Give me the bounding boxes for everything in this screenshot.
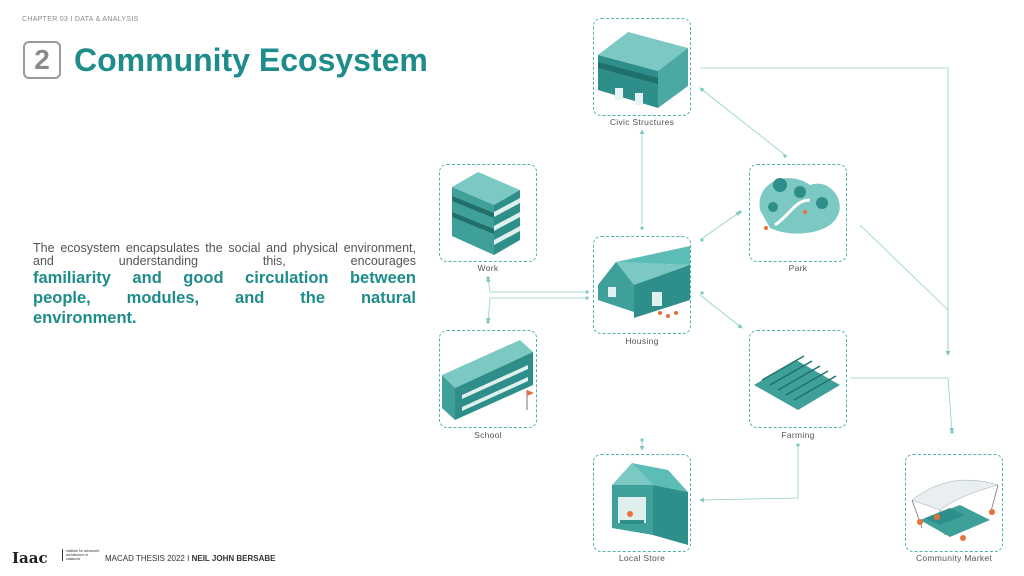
connector-park-market: [859, 224, 951, 356]
connector-farming-store: [699, 445, 799, 503]
connector-dots: [486, 154, 954, 447]
section-number: 2: [23, 41, 61, 79]
node-local-store: [593, 454, 691, 552]
park-icon: [759, 178, 840, 234]
description-highlight-1: familiarity and good circulation between: [33, 269, 416, 287]
housing-icon: [598, 246, 690, 318]
connector-housing-school: [485, 297, 585, 323]
description-paragraph: The ecosystem encapsulates the social an…: [33, 242, 416, 328]
work-icon: [452, 172, 520, 255]
description-highlight-3: environment.: [33, 309, 137, 327]
connector-housing-park: [699, 211, 741, 241]
label-local-store: Local Store: [618, 553, 666, 563]
description-highlight-2: people, modules, and the natural: [33, 289, 416, 307]
connector-park-civic: [699, 87, 786, 156]
label-farming: Farming: [781, 430, 815, 440]
footer-credit: MACAD THESIS 2022 I NEIL JOHN BERSABE: [105, 554, 275, 563]
iaac-logo: Iaac: [12, 549, 48, 567]
label-community-market: Community Market: [915, 553, 993, 563]
thesis-label: MACAD THESIS 2022: [105, 554, 185, 563]
label-school: School: [474, 430, 502, 440]
farming-icon: [754, 355, 840, 410]
local-store-icon: [612, 463, 688, 545]
author-name: NEIL JOHN BERSABE: [191, 554, 276, 563]
connector-housing-farming: [699, 294, 743, 329]
connector-housing-work: [486, 277, 585, 293]
node-park: [749, 164, 847, 262]
node-community-market: [905, 454, 1003, 552]
community-market-icon: [911, 479, 999, 541]
label-housing: Housing: [625, 336, 659, 346]
institute-name: institute for advanced architecture of c…: [62, 549, 100, 561]
label-park: Park: [788, 263, 808, 273]
page-title: Community Ecosystem: [74, 42, 428, 78]
node-farming: [749, 330, 847, 428]
connector-lines: [485, 67, 955, 503]
node-housing: [593, 236, 691, 334]
description-intro: The ecosystem encapsulates the social an…: [33, 241, 416, 268]
node-work: [439, 164, 537, 262]
label-work: Work: [477, 263, 499, 273]
school-icon: [442, 340, 534, 420]
connector-civic-market: [700, 67, 951, 356]
footer-separator: I: [187, 554, 190, 563]
civic-structures-icon: [598, 32, 688, 108]
connector-farming-market: [850, 377, 955, 433]
node-civic-structures: [593, 18, 691, 116]
label-civic-structures: Civic Structures: [609, 117, 675, 127]
chapter-label: CHAPTER 03 I DATA & ANALYSIS: [22, 16, 139, 23]
node-school: [439, 330, 537, 428]
